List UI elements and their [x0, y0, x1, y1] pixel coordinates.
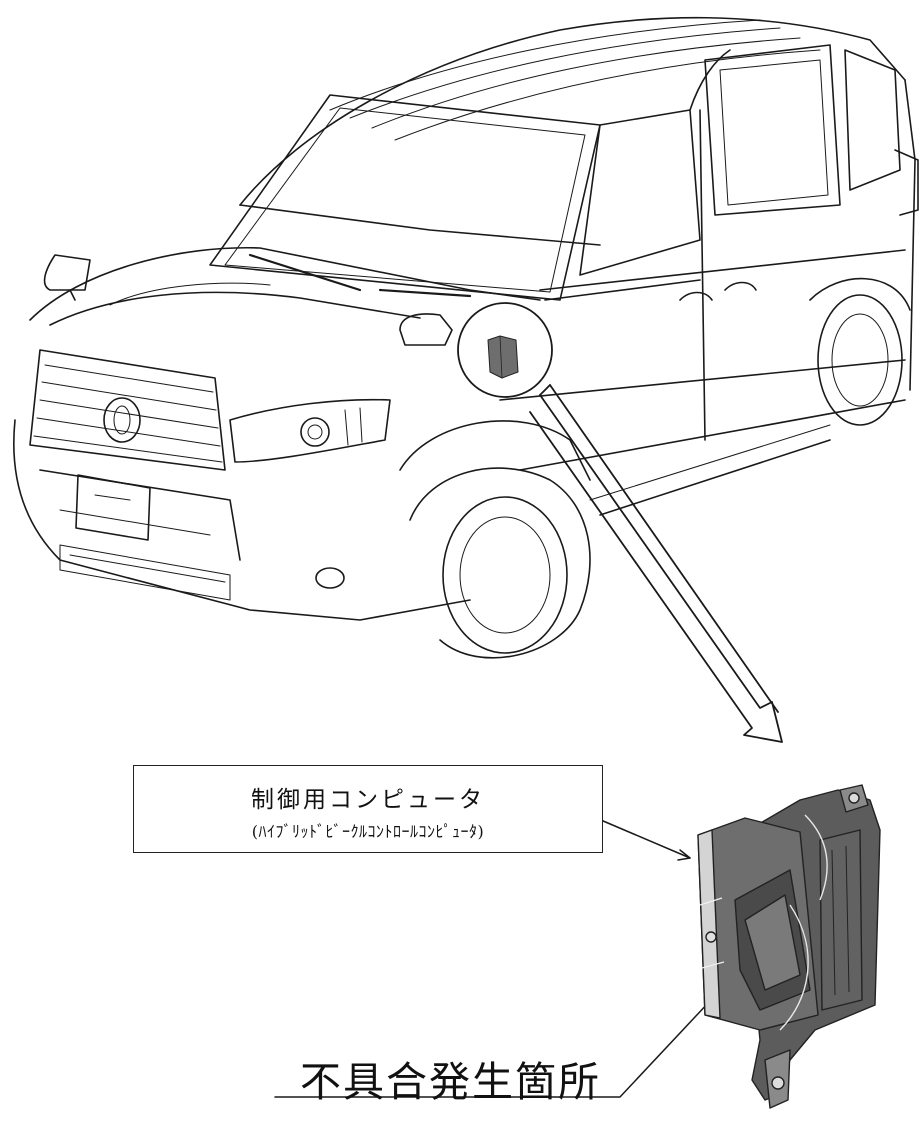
fault-leader-line	[274, 984, 726, 1098]
callout-box: 制御用コンピュータ (ﾊｲﾌﾞﾘｯﾄﾞﾋﾞｰｸﾙｺﾝﾄﾛｰﾙｺﾝﾋﾟｭｰﾀ)	[133, 765, 603, 853]
fault-location-label: 不具合発生箇所	[300, 1058, 601, 1106]
callout-subtitle: (ﾊｲﾌﾞﾘｯﾄﾞﾋﾞｰｸﾙｺﾝﾄﾛｰﾙｺﾝﾋﾟｭｰﾀ)	[251, 822, 485, 841]
location-circle	[457, 302, 553, 398]
callout-title: 制御用コンピュータ	[251, 787, 485, 813]
taxi-car-drawing	[13, 16, 919, 659]
hybrid-control-computer-ecu	[697, 784, 881, 1109]
pointer-arrow	[529, 384, 783, 743]
